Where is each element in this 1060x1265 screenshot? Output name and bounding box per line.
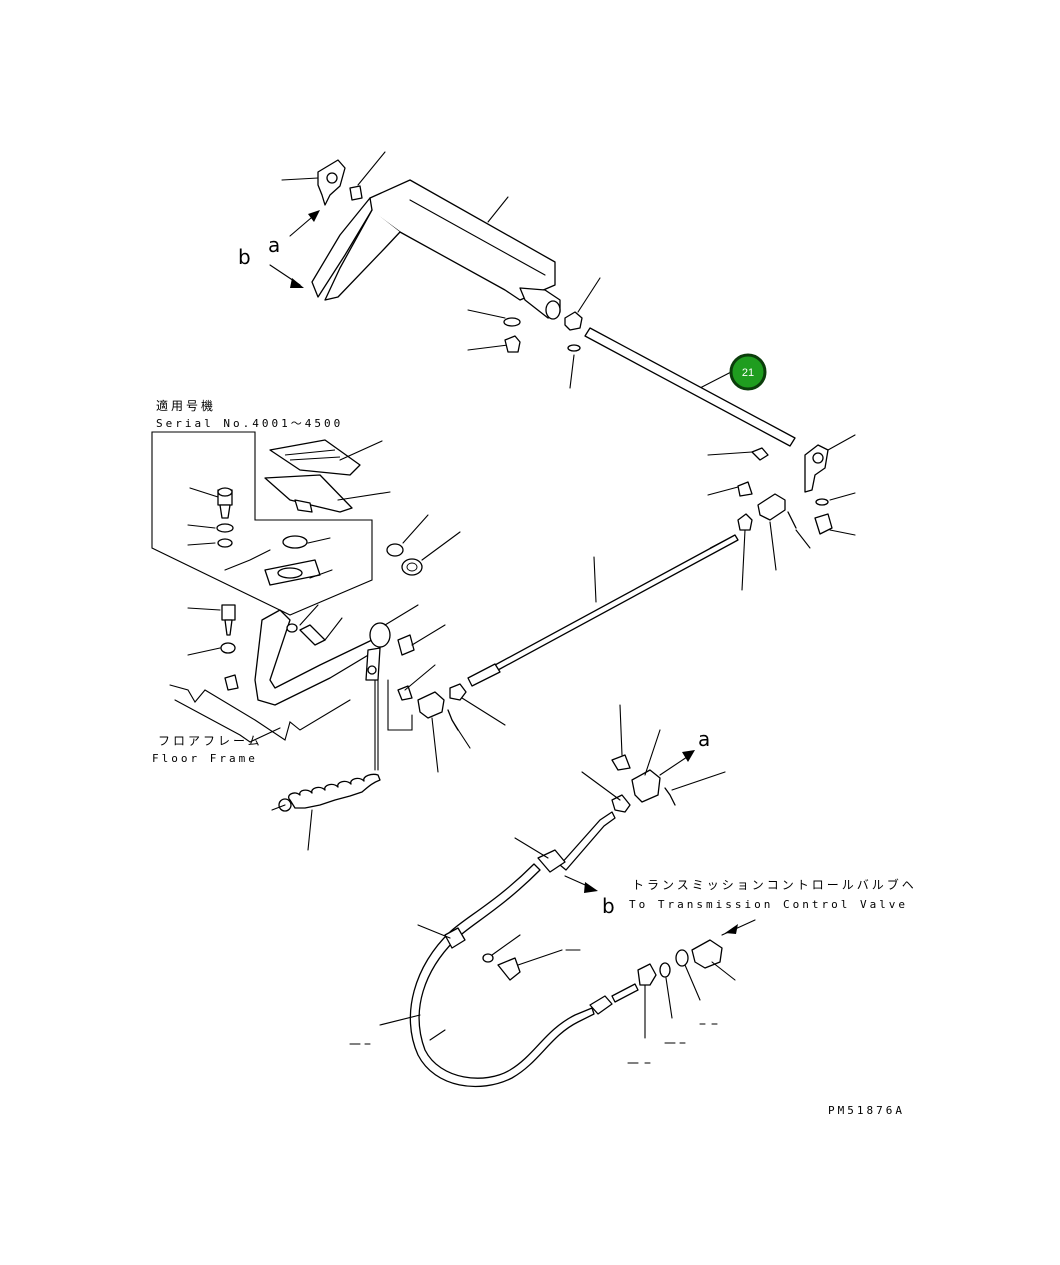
floor-frame <box>169 684 351 743</box>
drawing-code: PM51876A <box>828 1104 905 1117</box>
right-upper-parts <box>737 444 833 535</box>
washers-mid <box>386 514 461 576</box>
marker-b-lower: b <box>602 894 615 918</box>
spring-rod <box>374 679 413 771</box>
valve-hardware <box>637 919 756 1039</box>
callout-badge: 21 <box>729 353 767 391</box>
link-rod <box>467 534 739 687</box>
control-rod <box>584 327 796 447</box>
upper-small-parts <box>503 311 583 353</box>
left-fasteners <box>220 604 239 691</box>
lower-clevis <box>581 704 726 813</box>
dash-marks <box>349 1023 718 1064</box>
serial-english: Serial No.4001～4500 <box>156 417 343 430</box>
callout-number: 21 <box>742 367 754 379</box>
upper-bracket <box>311 159 561 320</box>
transmission-japanese: トランスミッションコントロールバルブヘ <box>632 877 917 892</box>
pedal-leaders <box>187 604 446 656</box>
serial-japanese: 適用号機 <box>156 398 216 413</box>
floor-frame-japanese: フロアフレーム <box>158 734 263 748</box>
upper-arrows <box>269 210 320 288</box>
marker-b-upper: b <box>238 245 251 269</box>
marker-a-upper: a <box>268 233 280 257</box>
lower-arrow-b <box>564 875 598 893</box>
right-upper-leaders <box>707 434 856 591</box>
leader-lines-upper <box>281 151 736 389</box>
control-cable <box>379 811 639 1088</box>
cable-bolt <box>482 934 581 981</box>
callout-circle <box>729 353 767 391</box>
serial-leaders <box>187 440 391 579</box>
floor-frame-english: Floor Frame <box>152 752 258 765</box>
pedal-pad-parts <box>216 439 361 586</box>
marker-a-lower: a <box>698 727 710 751</box>
serial-box <box>151 431 373 616</box>
pedal-lever <box>254 609 415 706</box>
return-spring <box>271 773 381 851</box>
transmission-english: To Transmission Control Valve <box>629 898 908 911</box>
clevis-lower <box>397 664 506 773</box>
